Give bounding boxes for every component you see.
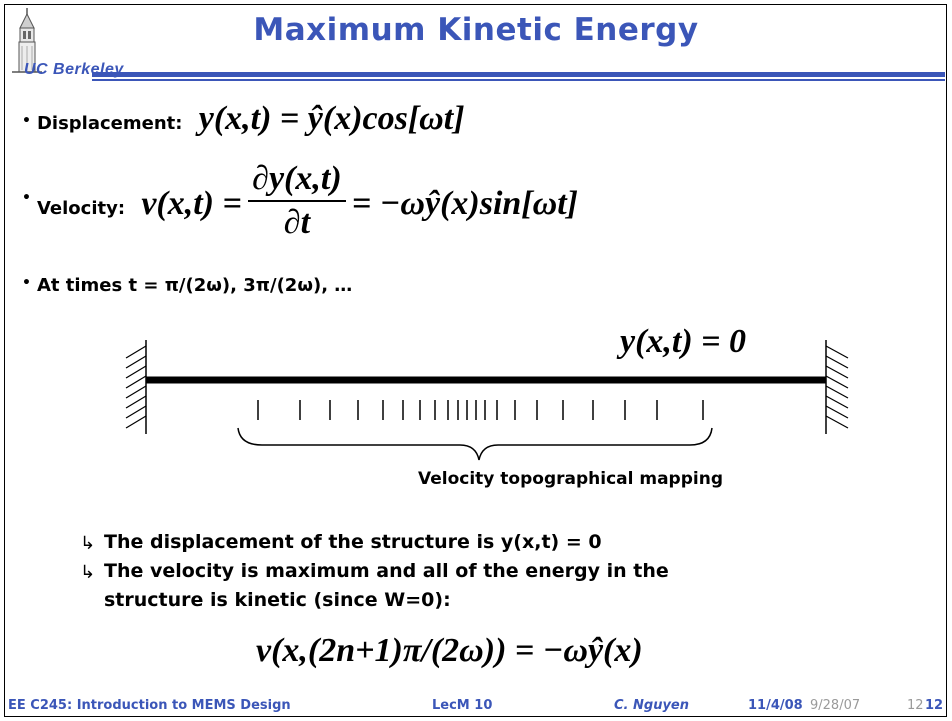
bullet-dot-icon: •	[22, 113, 31, 129]
bullet-dot-icon: •	[22, 190, 31, 206]
footer-lecture: LecM 10	[432, 698, 493, 713]
arrow-icon: ↳	[80, 562, 96, 583]
beam-diagram	[125, 340, 849, 461]
displacement-label: Displacement:	[36, 113, 183, 134]
footer-date: 11/4/08	[748, 698, 803, 713]
footer-page-ghost: 12	[907, 698, 924, 713]
displacement-equation: y(x,t) = ŷ(x)cos[ωt]	[198, 100, 465, 137]
footer-date-ghost: 9/28/07	[810, 698, 861, 713]
subpoint-displacement: The displacement of the structure is y(x…	[104, 531, 602, 553]
diagram-caption: Velocity topographical mapping	[418, 469, 723, 489]
subpoint-velocity: The velocity is maximum and all of the e…	[104, 560, 669, 582]
bullet-dot-icon: •	[22, 275, 31, 291]
bullet-velocity: • Velocity: v(x,t) = ∂y(x,t) ∂t = −ωŷ(x)s…	[22, 160, 578, 242]
title-rule-thin	[92, 79, 945, 81]
zero-displacement-equation: y(x,t) = 0	[620, 323, 747, 360]
velocity-denominator: ∂t	[283, 204, 311, 241]
campanile-logo-icon	[12, 8, 42, 73]
slide-frame	[4, 4, 947, 717]
footer-author: C. Nguyen	[614, 698, 689, 713]
footer-page: 12	[925, 698, 944, 713]
brace	[237, 427, 713, 461]
times-label: At times t = π/(2ω), 3π/(2ω), …	[36, 275, 353, 296]
footer-course: EE C245: Introduction to MEMS Design	[8, 698, 291, 713]
bullet-times: • At times t = π/(2ω), 3π/(2ω), …	[22, 275, 352, 296]
velocity-label: Velocity:	[36, 198, 126, 219]
arrow-icon: ↳	[80, 533, 96, 554]
velocity-fraction: ∂y(x,t) ∂t	[248, 160, 346, 242]
velocity-numerator: ∂y(x,t)	[248, 160, 346, 202]
final-equation: v(x,(2n+1)π/(2ω)) = −ωŷ(x)	[256, 632, 643, 669]
velocity-lhs: v(x,t) =	[141, 185, 242, 222]
velocity-rhs: = −ωŷ(x)sin[ωt]	[351, 185, 578, 222]
bullet-displacement: • Displacement: y(x,t) = ŷ(x)cos[ωt]	[22, 100, 465, 138]
subpoint-velocity-cont: structure is kinetic (since W=0):	[104, 589, 451, 611]
slide-title: Maximum Kinetic Energy	[253, 12, 699, 48]
title-rule	[92, 72, 945, 77]
